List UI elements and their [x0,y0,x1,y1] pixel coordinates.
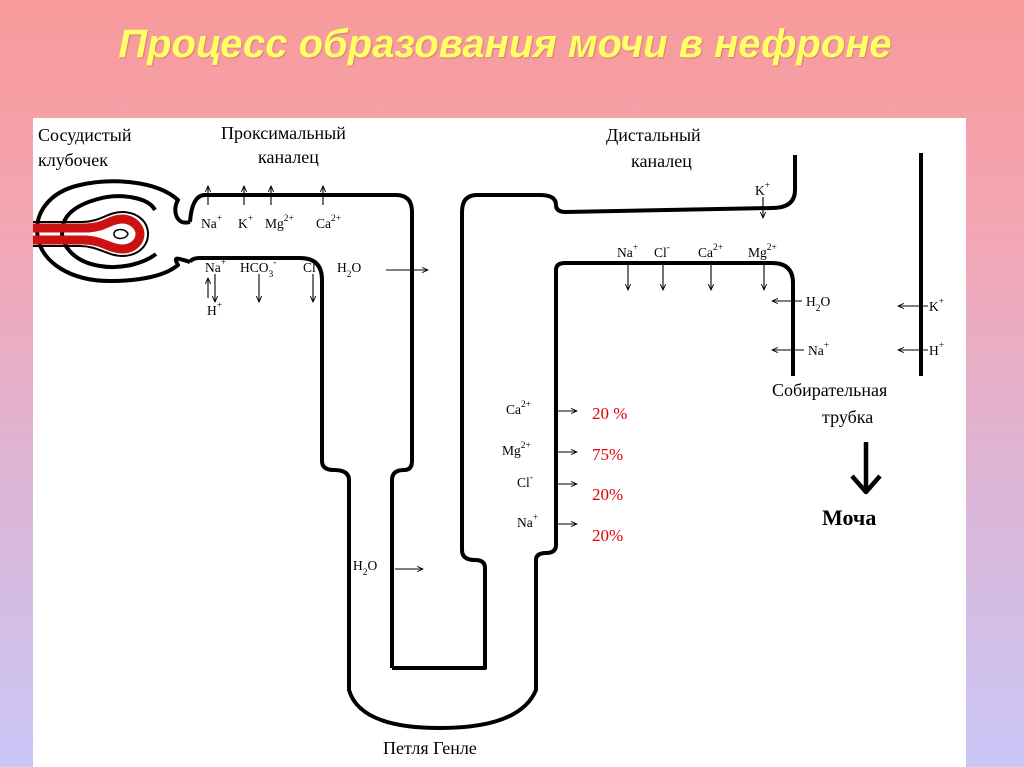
proximal-tubule-outer [188,193,414,668]
ion-ca-prox: Ca2+ [316,214,341,231]
ion-h-collect: H+ [929,341,944,358]
ion-k-distal: K+ [755,181,770,198]
ion-mg-distal: Mg2+ [748,243,777,260]
label-collecting-1: Собирательная [772,380,887,400]
ion-ca-distal: Ca2+ [698,243,723,260]
transport-arrows [208,186,928,569]
diagram-panel: Сосудистый клубочек Проксимальный канале… [33,118,966,767]
ion-ca-asc: Ca2+ [506,400,531,417]
ion-h2o-loop: H2O [353,558,378,578]
label-collecting-2: трубка [822,407,873,427]
ion-labels: Na+ K+ Mg2+ Ca2+ Na+ HCO3- Cl- H2O H+ H2… [201,181,944,578]
label-glomerulus-2: клубочек [38,150,108,170]
proximal-tubule-inner [188,256,795,730]
ion-h-prox: H+ [207,301,222,318]
percent-na: 20% [592,526,623,545]
label-distal-2: каналец [631,151,692,171]
ion-na-distal: Na+ [617,243,638,260]
ion-cl-asc: Cl- [517,473,533,490]
ion-na-prox-reabs: Na+ [205,258,226,275]
percent-mg: 75% [592,445,623,464]
ion-hco3-prox: HCO3- [240,258,276,280]
percent-cl: 20% [592,485,623,504]
vessel-fill [33,214,145,254]
vessel-lumen [113,228,129,240]
ion-na-asc: Na+ [517,513,538,530]
percent-ca: 20 % [592,404,627,423]
ion-mg-prox: Mg2+ [265,214,294,231]
loop-of-henle [392,155,797,670]
label-distal-1: Дистальный [606,125,701,145]
ion-k-collect: K+ [929,297,944,314]
ion-na-prox: Na+ [201,214,222,231]
label-urine: Моча [822,505,876,530]
ion-mg-asc: Mg2+ [502,441,531,458]
ion-cl-distal: Cl- [654,243,670,260]
label-glomerulus-1: Сосудистый [38,125,132,145]
urine-arrow [850,442,882,495]
vessel-outer [33,211,149,257]
tubule-outline [33,153,923,730]
ion-h2o-prox: H2O [337,260,362,280]
slide-title: Процесс образования мочи в нефроне [118,22,892,66]
ion-h2o-distal: H2O [806,294,831,314]
nephron-diagram: Сосудистый клубочек Проксимальный канале… [33,123,944,758]
label-loop: Петля Генле [383,738,477,758]
label-proximal-2: каналец [258,147,319,167]
label-proximal-1: Проксимальный [221,123,346,143]
ion-na-distal-reabs: Na+ [808,341,829,358]
ion-k-prox: K+ [238,214,253,231]
structure-labels: Сосудистый клубочек Проксимальный канале… [38,123,887,758]
ion-cl-prox: Cl- [303,258,319,275]
